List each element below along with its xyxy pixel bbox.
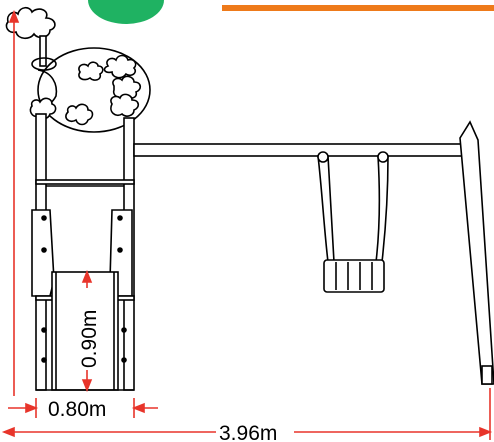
cloud-icon [110,93,140,117]
cloud-icon [103,54,137,79]
swing-seat [323,259,385,293]
cloud-icon [5,6,56,40]
swing-frame [133,120,494,385]
cloud-icon [78,61,104,81]
green-badge [88,0,164,24]
cloud-icon [65,103,94,126]
orange-accent-bar [222,5,494,11]
slide-height-label: 0.90m [78,310,101,368]
swing-beam [133,143,463,157]
overall-length-label: 3.96m [219,422,277,442]
tower-drawing [5,6,151,391]
slide-width-label: 0.80m [48,398,106,421]
